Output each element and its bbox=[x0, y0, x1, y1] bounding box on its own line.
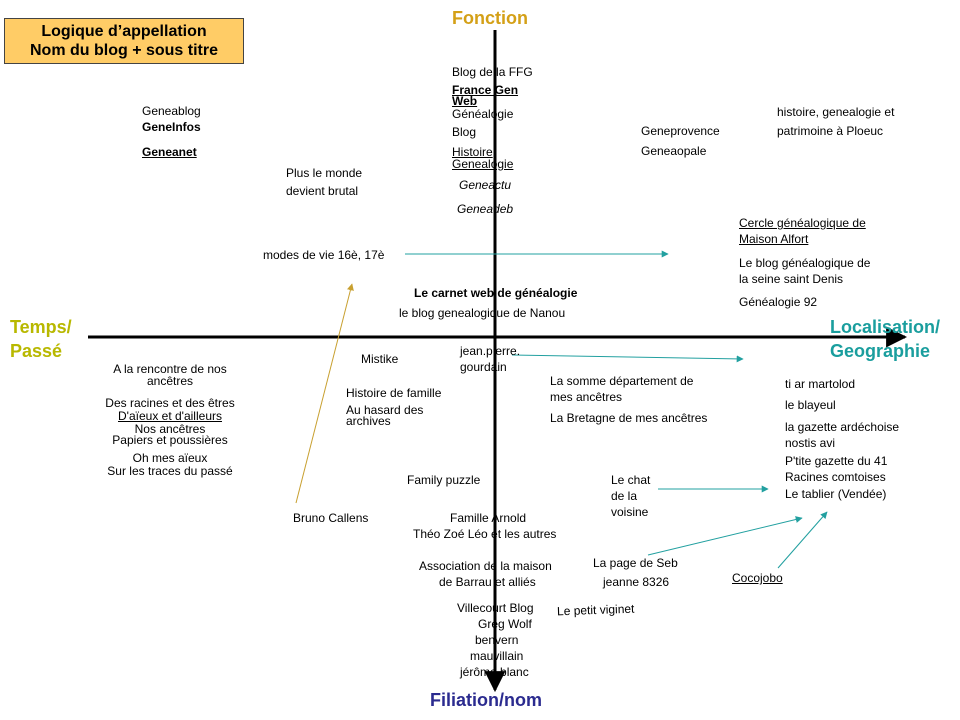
label-greg-wolf: Greg Wolf bbox=[478, 617, 532, 631]
arrow-bruno-callens bbox=[295, 283, 354, 504]
label-plus-le-monde-1: Plus le monde bbox=[286, 166, 363, 180]
label-genealogie-92: Généalogie 92 bbox=[739, 295, 818, 309]
label-hasard-1: Au hasard des bbox=[346, 403, 424, 417]
axis-label-fonction: Fonction bbox=[452, 8, 528, 28]
label-chat-3: voisine bbox=[611, 505, 649, 519]
label-theo-zoe-leo: Théo Zoé Léo et les autres bbox=[413, 527, 557, 541]
label-ploeuc-2: patrimoine à Ploeuc bbox=[777, 124, 884, 138]
axis-label-temps: Temps/ bbox=[10, 317, 72, 337]
label-martolod: ti ar martolod bbox=[785, 377, 856, 391]
label-plus-le-monde-2: devient brutal bbox=[286, 184, 359, 198]
label-hasard-2: archives bbox=[346, 414, 391, 428]
label-blayeul: le blayeul bbox=[785, 398, 836, 412]
label-cercle-2: Maison Alfort bbox=[739, 232, 809, 246]
label-histoire-famille: Histoire de famille bbox=[346, 386, 442, 400]
label-nostis: nostis avi bbox=[785, 436, 836, 450]
label-cocojobo: Cocojobo bbox=[732, 571, 783, 585]
label-france-gen-web-1: France Gen bbox=[452, 83, 519, 97]
label-geneablog: Geneablog bbox=[142, 104, 201, 118]
label-jerome-blanc: jérôme blanc bbox=[460, 665, 529, 679]
axis-label-passe: Passé bbox=[10, 341, 63, 361]
label-tablier: Le tablier (Vendée) bbox=[785, 487, 887, 501]
label-somme-1: La somme département de bbox=[550, 374, 694, 388]
title-box: Logique d’appellation Nom du blog + sous… bbox=[4, 18, 244, 64]
label-geneaopale: Geneaopale bbox=[641, 144, 707, 158]
label-nos-ancetres: Nos ancêtres bbox=[134, 422, 206, 436]
label-bruno-callens: Bruno Callens bbox=[293, 511, 369, 525]
arrow-page-de-seb bbox=[647, 516, 803, 556]
label-geneinfos: GeneInfos bbox=[142, 120, 201, 134]
label-ploeuc-1: histoire, genealogie et bbox=[777, 105, 895, 119]
label-cercle-1: Cercle généalogique de bbox=[739, 216, 866, 230]
label-genealogie: Généalogie bbox=[452, 107, 514, 121]
title-line-2: Nom du blog + sous titre bbox=[29, 42, 218, 59]
label-mauvillain: mauvillain bbox=[470, 649, 524, 663]
arrow-cocojobo bbox=[777, 511, 828, 569]
label-nanou: le blog genealogique de Nanou bbox=[399, 306, 566, 320]
label-page-de-seb: La page de Seb bbox=[593, 556, 678, 570]
label-chat-2: de la bbox=[611, 489, 638, 503]
label-geneprovence: Geneprovence bbox=[641, 124, 720, 138]
label-family-puzzle: Family puzzle bbox=[407, 473, 481, 487]
label-jean-pierre-2: gourdain bbox=[460, 360, 507, 374]
label-oh-aieux: Oh mes aïeux bbox=[132, 451, 208, 465]
label-geneactu: Geneactu bbox=[459, 178, 512, 192]
label-aieux-ailleurs: D'aïeux et d'ailleurs bbox=[118, 409, 222, 423]
label-geneadeb: Geneadeb bbox=[457, 202, 514, 216]
label-jeanne: jeanne 8326 bbox=[603, 575, 670, 589]
axis-label-filiation: Filiation/nom bbox=[430, 690, 542, 710]
label-carnet-web: Le carnet web de généalogie bbox=[414, 286, 578, 300]
label-seine-1: Le blog généalogique de bbox=[739, 256, 871, 270]
label-modes-de-vie: modes de vie 16è, 17è bbox=[263, 248, 385, 262]
label-histoire: Histoire bbox=[452, 145, 493, 159]
label-jean-pierre-1: jean.pierre. bbox=[460, 344, 521, 358]
label-rencontre-2: ancêtres bbox=[146, 374, 194, 388]
label-association-2: de Barrau et alliés bbox=[439, 575, 536, 589]
label-villecourt: Villecourt Blog bbox=[457, 601, 534, 615]
label-chat-1: Le chat bbox=[611, 473, 651, 487]
arrow-jean-pierre bbox=[511, 354, 744, 363]
label-ardechoise: la gazette ardéchoise bbox=[785, 420, 900, 434]
label-racines-etres: Des racines et des êtres bbox=[105, 396, 235, 410]
label-seine-2: la seine saint Denis bbox=[739, 272, 844, 286]
label-france-gen-web-2: Web bbox=[452, 94, 478, 108]
axis-label-localisation: Localisation/ bbox=[830, 317, 941, 337]
label-bretagne: La Bretagne de mes ancêtres bbox=[550, 411, 708, 425]
label-petit-viginet: Le petit viginet bbox=[556, 601, 635, 619]
label-mistike: Mistike bbox=[361, 352, 399, 366]
label-racines-comtoises: Racines comtoises bbox=[785, 470, 886, 484]
label-papiers: Papiers et poussières bbox=[112, 433, 228, 447]
label-ptite-gazette: P'tite gazette du 41 bbox=[785, 454, 888, 468]
label-association-1: Association de la maison bbox=[419, 559, 552, 573]
axis-label-geographie: Geographie bbox=[830, 341, 931, 361]
label-somme-2: mes ancêtres bbox=[550, 390, 623, 404]
label-histoire-genealogie: Genealogie bbox=[452, 157, 514, 171]
label-famille-arnold: Famille Arnold bbox=[450, 511, 527, 525]
label-benvern: benvern bbox=[475, 633, 519, 647]
label-ffg: Blog de la FFG bbox=[452, 65, 533, 79]
label-geneanet: Geneanet bbox=[142, 145, 197, 159]
label-rencontre-1: A la rencontre de nos bbox=[113, 362, 227, 376]
title-line-1: Logique d’appellation bbox=[41, 23, 207, 40]
label-blog: Blog bbox=[452, 125, 477, 139]
label-traces: Sur les traces du passé bbox=[107, 464, 233, 478]
